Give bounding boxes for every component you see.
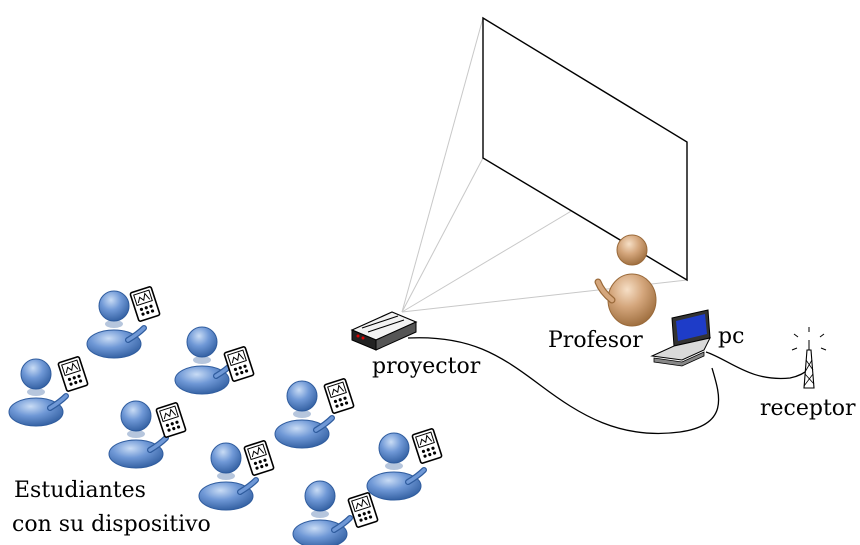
projector-pc-cable — [407, 337, 720, 435]
student-icon — [293, 481, 350, 545]
projector-label: proyector — [372, 354, 481, 379]
handheld-device-icon — [155, 401, 187, 439]
teacher-icon — [594, 234, 657, 327]
handheld-device-icon — [243, 439, 275, 477]
handheld-device-icon — [129, 285, 161, 323]
teacher-label: Profesor — [548, 328, 643, 353]
handheld-device-icon — [57, 355, 89, 393]
projector-icon — [350, 311, 418, 351]
receiver-label: receptor — [760, 396, 856, 421]
students-label-line2: con su dispositivo — [12, 512, 211, 537]
projection-screen — [482, 16, 688, 282]
students-label-line1: Estudiantes — [14, 478, 146, 503]
pc-label: pc — [718, 324, 745, 349]
student-icon — [175, 327, 232, 394]
handheld-device-icon — [323, 377, 355, 415]
handheld-device-icon — [411, 427, 443, 465]
antenna-icon — [791, 327, 827, 389]
student-icon — [275, 381, 332, 448]
laptop-icon — [650, 309, 711, 367]
pc-receiver-cable — [705, 351, 811, 380]
student-icon — [9, 359, 66, 426]
handheld-device-icon — [347, 491, 379, 529]
